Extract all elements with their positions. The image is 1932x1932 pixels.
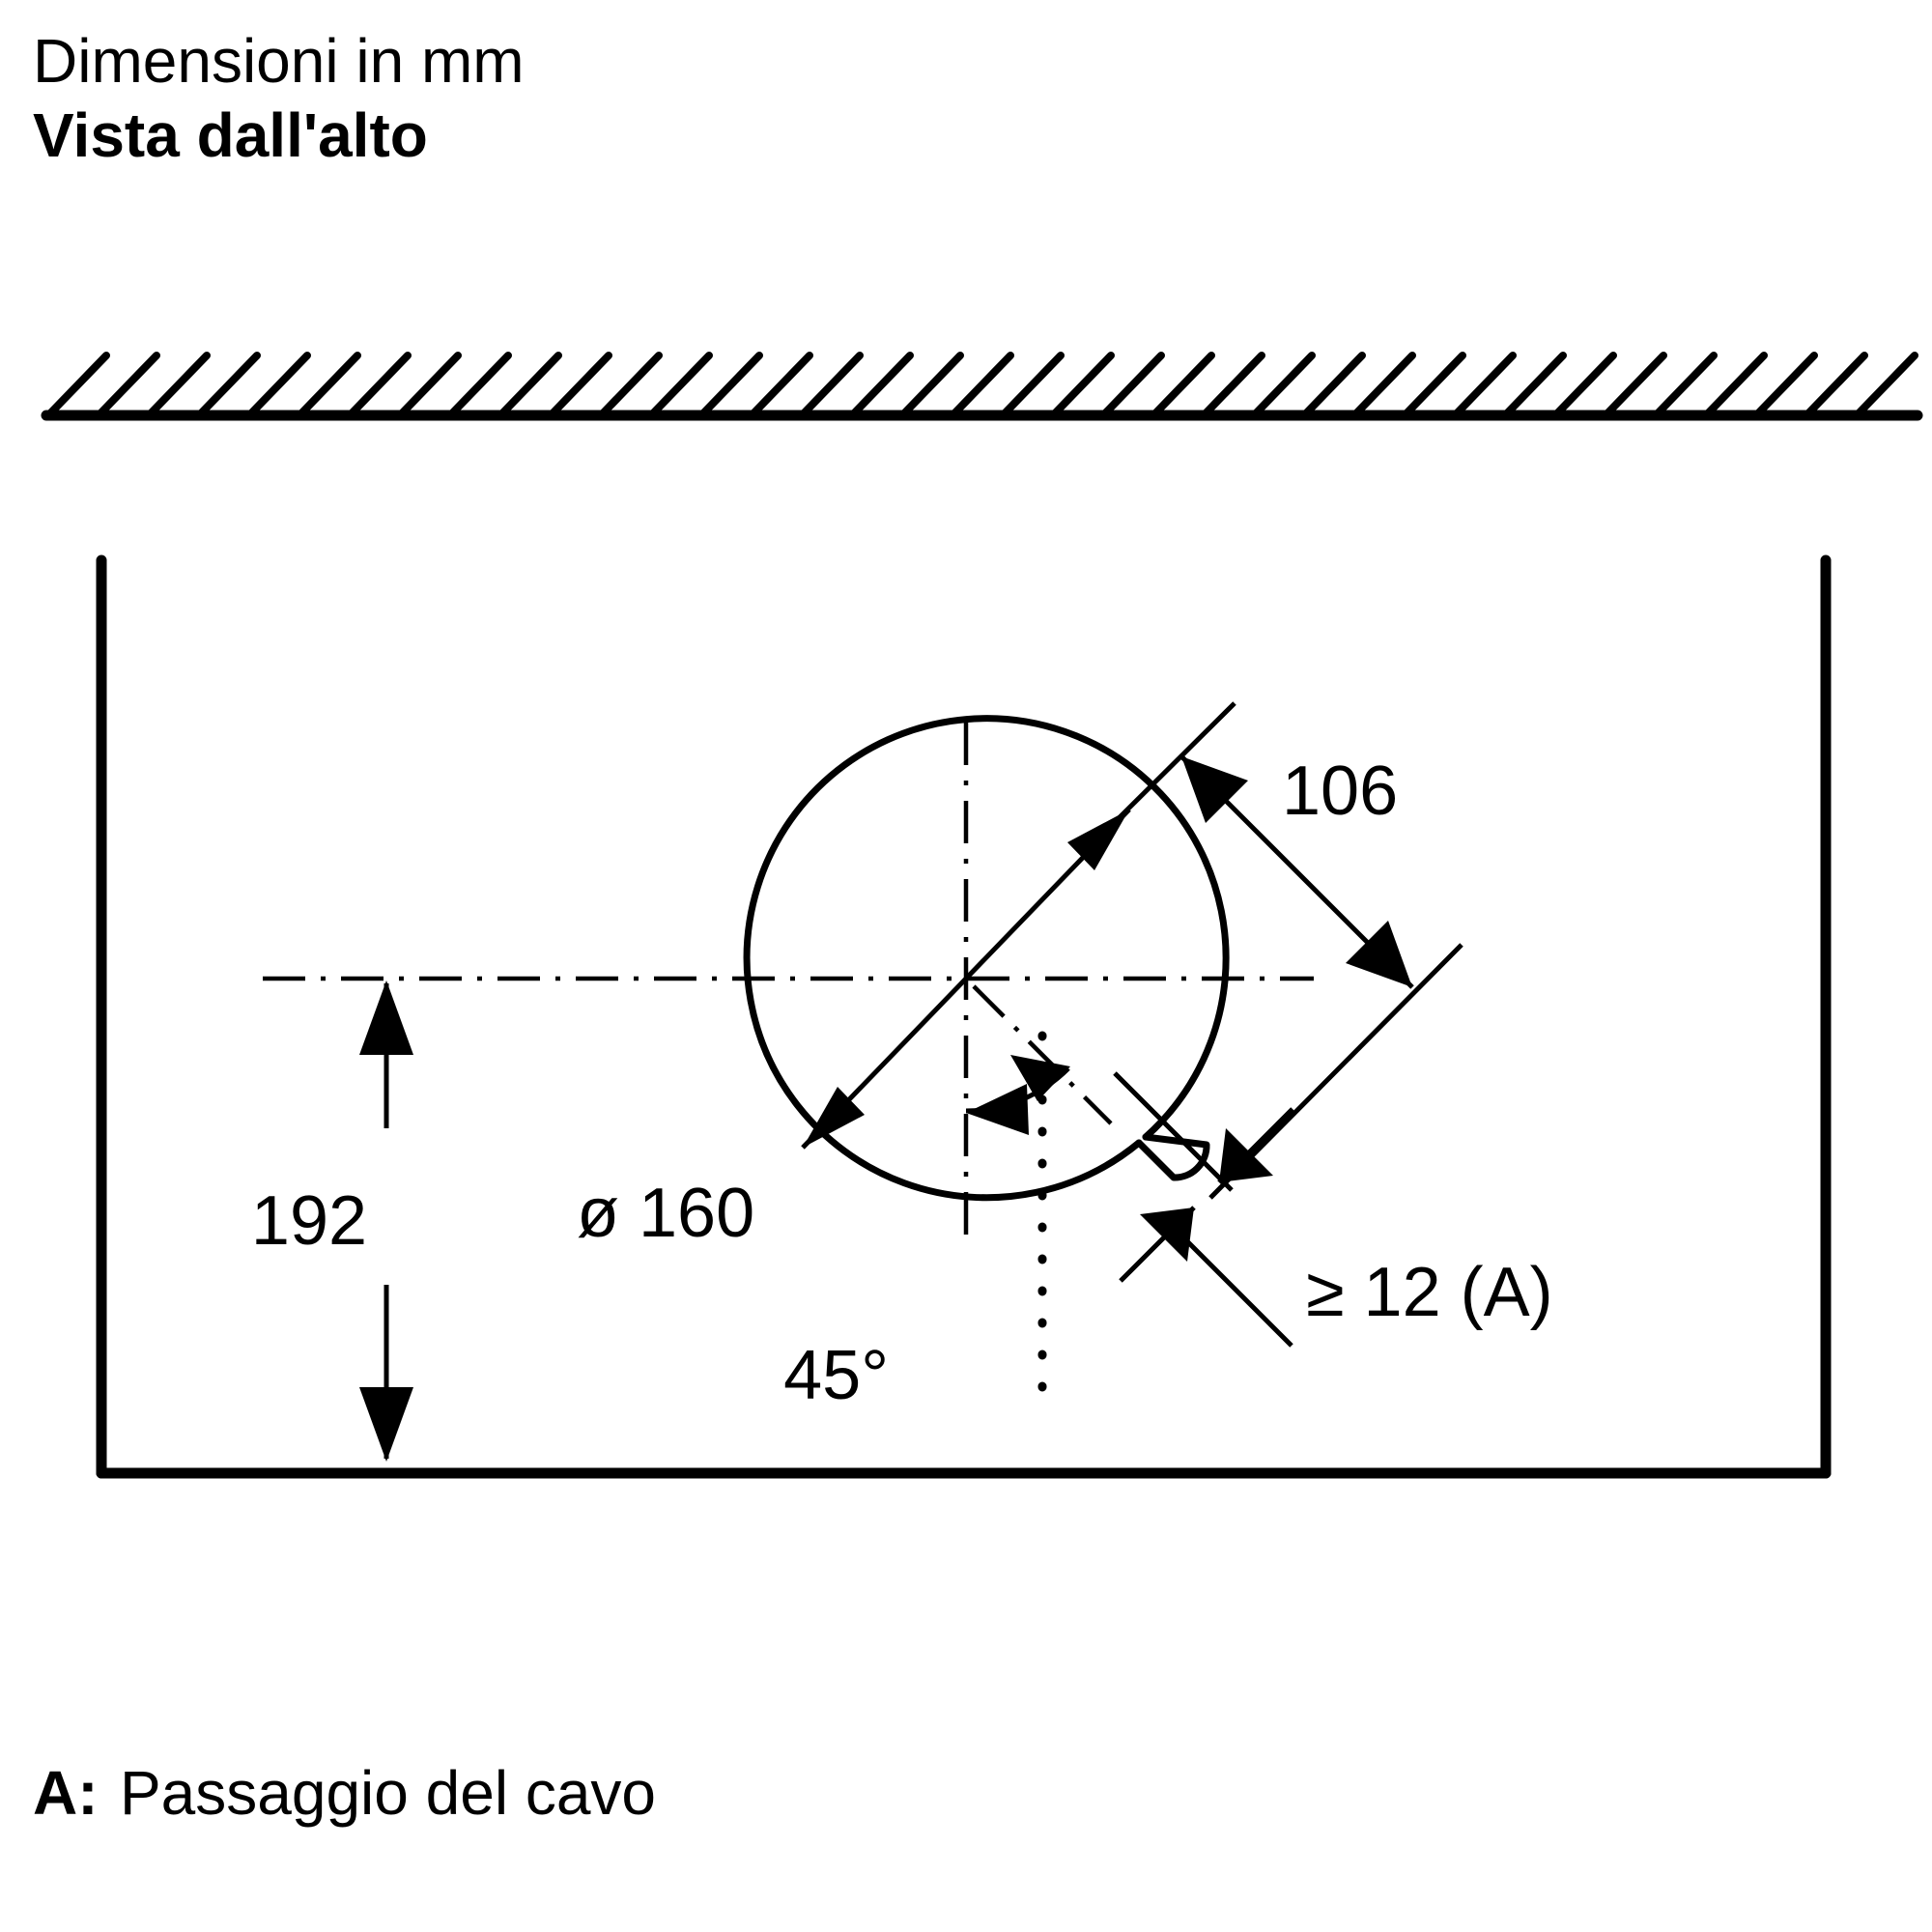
duct-opening xyxy=(743,715,1230,1202)
dimension-angle-45: 45° xyxy=(783,1031,1070,1420)
arrow-gap-upper xyxy=(1219,1128,1273,1182)
arrow-106-start xyxy=(1181,756,1248,823)
diameter-dimension: ø 160 xyxy=(577,808,1131,1252)
legend-line: A: Passaggio del cavo xyxy=(33,1758,656,1828)
dimension-cable-gap: ≥ 12 (A) xyxy=(1113,1071,1553,1348)
units-heading: Dimensioni in mm xyxy=(33,26,525,96)
arrow-192-bottom xyxy=(359,1387,413,1462)
arrow-angle-left xyxy=(966,1084,1029,1135)
cable-gap-label: ≥ 12 (A) xyxy=(1306,1254,1553,1331)
view-title: Vista dall'alto xyxy=(33,100,428,170)
arrow-192-top xyxy=(359,980,413,1055)
wall-hatching xyxy=(41,352,1923,421)
angle-label: 45° xyxy=(783,1337,889,1414)
arrow-106-end xyxy=(1346,921,1412,987)
diagonal-centerline-45 xyxy=(972,984,1113,1125)
arrow-gap-lower xyxy=(1140,1208,1194,1262)
legend-text: Passaggio del cavo xyxy=(120,1758,656,1828)
arrow-diameter-lower xyxy=(803,1087,865,1148)
cable-gap-value: ≥ 12 (A) xyxy=(1306,1254,1553,1331)
diameter-label: ø 160 xyxy=(577,1175,754,1252)
dimension-106-label: 106 xyxy=(1282,753,1398,830)
legend-key: A: xyxy=(33,1758,99,1828)
dimension-192: 192 xyxy=(251,980,413,1462)
arrow-angle-right xyxy=(1010,1055,1070,1101)
dimension-192-label: 192 xyxy=(251,1182,367,1260)
cabinet-outline xyxy=(96,554,1832,1479)
